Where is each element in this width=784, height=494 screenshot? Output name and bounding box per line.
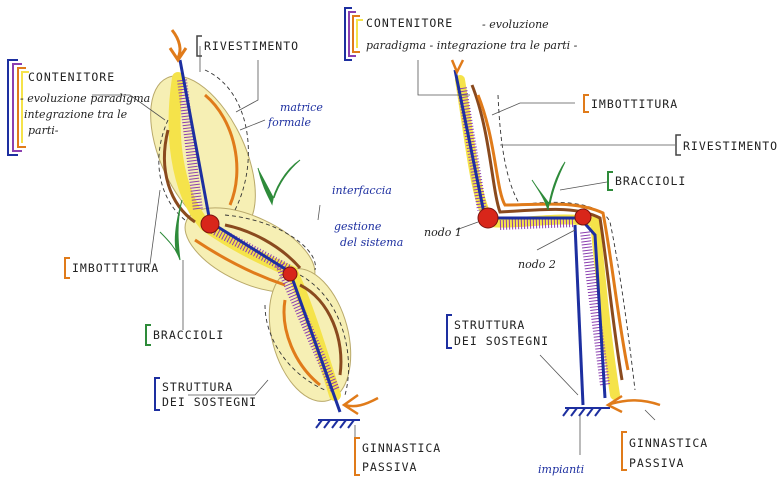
right-orange-curve	[476, 94, 630, 371]
left-matrice-label-1: matrice	[280, 101, 323, 114]
right-dashed-contour	[497, 94, 636, 391]
left-contenitore-line-1: - evoluzione paradigma	[20, 92, 151, 105]
left-brown-curve-3	[299, 283, 343, 376]
right-braccioli-bracket	[607, 171, 613, 191]
left-braccioli-bracket	[145, 324, 151, 346]
left-node-2	[282, 266, 298, 282]
right-braccioli-label: BRACCIOLI	[615, 174, 687, 188]
right-contenitore-title: CONTENITORE	[366, 16, 454, 30]
right-nodo2-label: nodo 2	[518, 258, 556, 271]
left-brown-curve-1	[163, 129, 196, 224]
right-imbottitura-bracket	[583, 94, 589, 113]
left-contenitore-title: CONTENITORE	[28, 70, 116, 84]
left-purple-hatch	[177, 79, 340, 393]
right-ground	[562, 407, 610, 417]
right-seat-diagram	[344, 7, 681, 471]
left-top-arrow	[168, 29, 188, 63]
right-ginnastica-bracket	[621, 431, 627, 471]
left-blue-spine	[178, 59, 342, 413]
right-purple-hatch	[457, 87, 610, 386]
left-green-leaf-2	[159, 199, 183, 261]
left-green-leaf-1	[257, 159, 301, 206]
left-ginnastica-label-2: PASSIVA	[362, 460, 418, 474]
left-brown-curve-2	[224, 223, 302, 269]
right-contenitore-line-1: - evoluzione	[482, 18, 549, 31]
left-orange-curve-1	[204, 93, 239, 206]
left-seat-diagram	[7, 29, 379, 476]
left-contenitore-bracket	[7, 59, 18, 156]
left-matrice-label-2: formale	[268, 116, 311, 129]
left-node-1	[200, 214, 220, 234]
left-struttura-label-1: STRUTTURA	[162, 380, 234, 394]
left-struttura-bracket	[154, 377, 160, 411]
right-rivestimento-bracket	[675, 134, 681, 156]
right-contenitore-bracket	[344, 7, 352, 61]
right-blue-spine	[453, 69, 607, 399]
left-orange-curve-3	[282, 299, 321, 387]
right-bottom-arrow	[605, 394, 661, 414]
right-green-leaf	[531, 161, 566, 211]
right-node-1	[477, 207, 499, 229]
left-struttura-label-2: DEI SOSTEGNI	[162, 395, 258, 409]
right-leader-lines	[417, 60, 675, 455]
left-purple-hatch-2	[202, 220, 293, 275]
left-contenitore-line-3: parti-	[28, 124, 59, 137]
left-orange-curve-2	[194, 238, 286, 287]
left-rivestimento-bracket	[196, 35, 202, 57]
left-contenitore-line-2: integrazione tra le	[24, 108, 128, 121]
left-leader-lines	[92, 46, 356, 445]
right-nodo1-label: nodo 1	[424, 226, 462, 239]
right-rivestimento-label: RIVESTIMENTO	[683, 139, 779, 153]
left-dashed-contour	[158, 69, 349, 396]
left-imbottitura-label: IMBOTTITURA	[72, 261, 160, 275]
right-contenitore-line-2: paradigma - integrazione tra le parti -	[366, 39, 578, 52]
left-ground	[315, 419, 360, 429]
left-braccioli-label: BRACCIOLI	[153, 328, 225, 342]
left-ginnastica-bracket	[354, 437, 360, 476]
left-bottom-arrow	[341, 393, 379, 416]
left-interfaccia-label: interfaccia	[332, 184, 392, 197]
right-blue-leg	[573, 224, 585, 406]
left-ginnastica-label-1: GINNASTICA	[362, 441, 442, 455]
right-top-arrow	[450, 59, 465, 76]
right-struttura-bracket	[446, 314, 452, 349]
right-ginnastica-label-2: PASSIVA	[629, 456, 685, 470]
right-imbottitura-label: IMBOTTITURA	[591, 97, 679, 111]
left-gestione-label-2: del sistema	[340, 236, 404, 249]
right-struttura-label-1: STRUTTURA	[454, 318, 526, 332]
left-rivestimento-label: RIVESTIMENTO	[204, 39, 300, 53]
left-gestione-label-1: gestione	[334, 220, 382, 233]
right-impianti-label: impianti	[538, 463, 585, 476]
right-brown-curve	[470, 84, 624, 381]
right-ginnastica-label-1: GINNASTICA	[629, 436, 709, 450]
right-node-2	[574, 208, 592, 226]
right-struttura-label-2: DEI SOSTEGNI	[454, 334, 550, 348]
left-imbottitura-bracket	[64, 257, 70, 279]
